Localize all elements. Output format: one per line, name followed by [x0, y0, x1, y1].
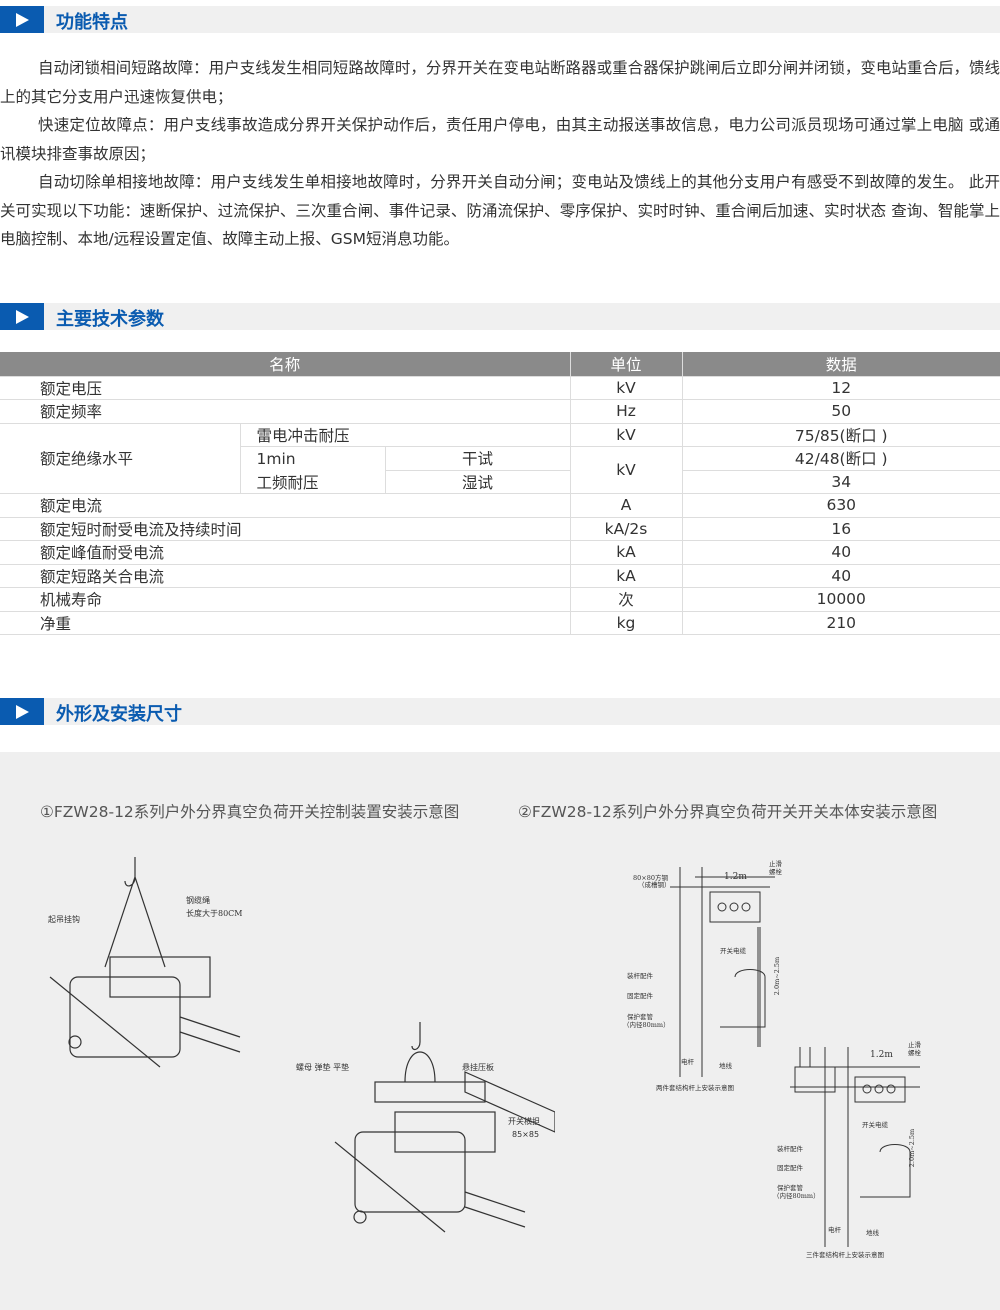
play-arrow-icon [0, 6, 44, 33]
features-text: 自动闭锁相间短路故障：用户支线发生相同短路故障时，分界开关在变电站断路器或重合器… [0, 59, 1000, 248]
play-arrow-icon [0, 698, 44, 725]
switch-mounting-drawing [334, 1022, 555, 1233]
section-header-params: 主要技术参数 [0, 303, 1000, 330]
switch-lifting-drawing [49, 857, 241, 1068]
installation-diagrams: ①FZW28-12系列户外分界真空负荷开关控制装置安装示意图 ②FZW28-12… [0, 752, 1000, 1310]
three-piece-pole-drawing [790, 1047, 920, 1247]
two-piece-pole-drawing [670, 867, 775, 1077]
section-header-features: 功能特点 [0, 6, 1000, 33]
section-header-dims: 外形及安装尺寸 [0, 698, 1000, 725]
play-arrow-icon [0, 303, 44, 330]
table-header: 名称单位数据 [0, 352, 1000, 377]
